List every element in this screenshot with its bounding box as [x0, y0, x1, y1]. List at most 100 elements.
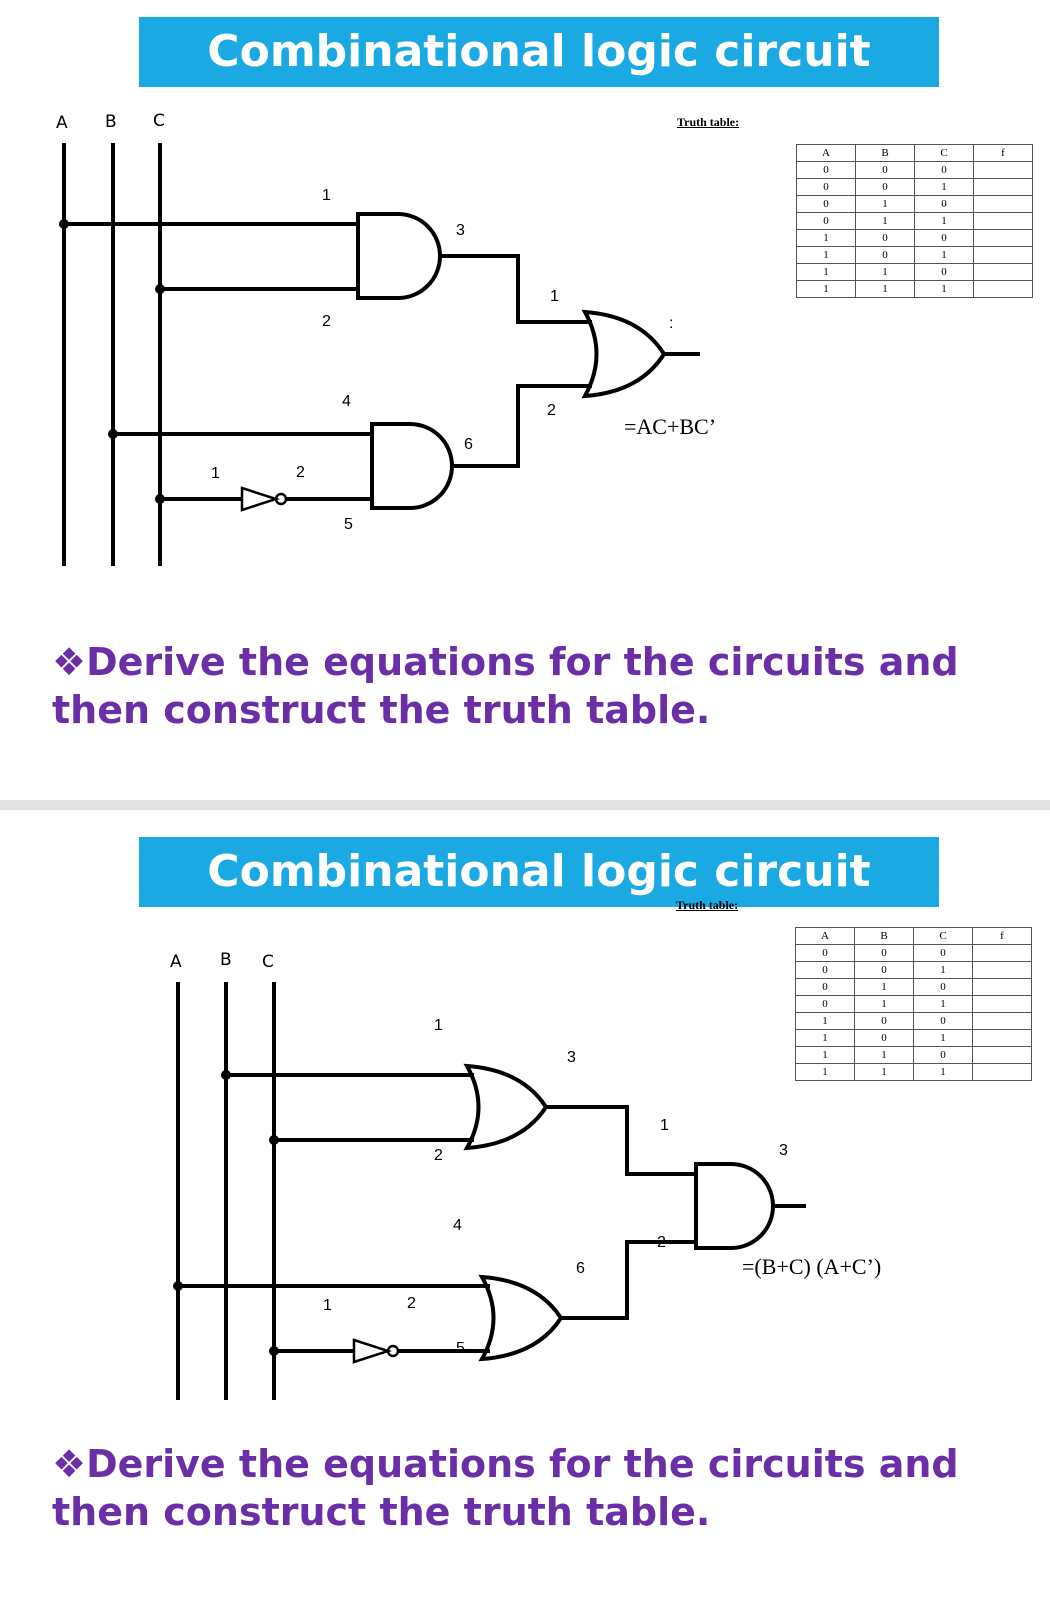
pin-label: 5	[344, 516, 353, 533]
table-cell: 1	[854, 995, 914, 1013]
circuit-diagram: A B C 1 2 3 4 5 6 1 2 : 1 2 =AC+BC’	[56, 111, 716, 566]
pin-label: 2	[547, 402, 556, 419]
pin-label: 2	[322, 313, 331, 330]
instruction-text: ❖Derive the equations for the circuits a…	[52, 640, 959, 732]
slide-separator	[0, 800, 1050, 810]
table-header-cell: B	[854, 927, 914, 945]
junction-dot	[155, 284, 165, 294]
table-cell: 1	[796, 263, 856, 281]
pin-label: 2	[296, 464, 305, 481]
table-cell: 1	[855, 212, 915, 230]
table-cell: 1	[914, 212, 974, 230]
pin-label: 3	[567, 1049, 576, 1066]
table-cell	[973, 280, 1033, 298]
slide-title: Combinational logic circuit	[139, 17, 939, 87]
table-cell: 0	[854, 944, 914, 962]
table-cell	[973, 246, 1033, 264]
table-cell: 0	[795, 978, 855, 996]
table-cell: 0	[795, 944, 855, 962]
table-cell: 1	[795, 1046, 855, 1064]
input-label-a: A	[56, 113, 68, 133]
table-cell: 1	[854, 1063, 914, 1081]
table-cell: 1	[854, 1046, 914, 1064]
table-cell: 0	[913, 1046, 973, 1064]
table-cell	[972, 1012, 1032, 1030]
table-cell: 0	[795, 961, 855, 979]
table-cell: 1	[855, 280, 915, 298]
or-gate-2	[478, 1274, 564, 1362]
table-cell: 0	[913, 1012, 973, 1030]
instruction-text: ❖Derive the equations for the circuits a…	[52, 1442, 959, 1534]
table-header-cell: f	[973, 144, 1033, 162]
junction-dot	[59, 219, 69, 229]
pin-label: 1	[211, 465, 220, 482]
junction-dot	[221, 1070, 231, 1080]
table-cell	[973, 161, 1033, 179]
table-cell: 1	[854, 978, 914, 996]
pin-label: :	[669, 315, 673, 332]
junction-dot	[269, 1135, 279, 1145]
table-cell: 0	[914, 263, 974, 281]
output-equation: =AC+BC’	[624, 414, 716, 439]
truth-table-label: Truth table:	[677, 115, 740, 129]
and-gate-output	[694, 1162, 775, 1250]
table-cell: 1	[796, 246, 856, 264]
table-cell	[972, 1046, 1032, 1064]
wire-gate1-to-and	[546, 1105, 696, 1176]
input-label-c: C	[153, 111, 165, 131]
input-label-c: C	[262, 952, 274, 972]
wire-gate1-to-or	[440, 254, 592, 324]
table-header-cell: A	[795, 927, 855, 945]
table-cell: 0	[855, 229, 915, 247]
table-header-cell: f	[972, 927, 1032, 945]
table-cell	[972, 995, 1032, 1013]
table-cell: 1	[914, 178, 974, 196]
table-cell: 0	[913, 944, 973, 962]
not-bubble	[386, 1344, 400, 1358]
and-gate-2	[370, 422, 454, 510]
table-cell: 0	[914, 161, 974, 179]
not-gate	[352, 1338, 393, 1364]
pin-label: 1	[323, 1297, 332, 1314]
table-cell: 0	[855, 246, 915, 264]
table-cell	[973, 212, 1033, 230]
circuit-diagram: A B C 1 2 3 4 5 6 1 2 3 1 2 =(B+C) (A+C’…	[170, 950, 881, 1400]
pin-label: 4	[342, 393, 351, 410]
slide-1: Combinational logic circuit	[0, 0, 1050, 800]
table-cell: 0	[796, 161, 856, 179]
junction-dot	[155, 494, 165, 504]
table-header-cell: A	[796, 144, 856, 162]
table-cell: 1	[855, 263, 915, 281]
pin-label: 1	[322, 187, 331, 204]
table-cell: 1	[796, 280, 856, 298]
or-gate-output	[581, 309, 667, 399]
table-cell	[972, 1029, 1032, 1047]
table-cell: 0	[854, 1012, 914, 1030]
pin-label: 3	[456, 222, 465, 239]
table-cell: 0	[914, 229, 974, 247]
table-cell: 0	[855, 161, 915, 179]
table-cell	[972, 978, 1032, 996]
table-cell	[972, 961, 1032, 979]
junction-dot	[173, 1281, 183, 1291]
table-cell: 1	[914, 280, 974, 298]
table-cell: 0	[914, 195, 974, 213]
not-gate	[240, 486, 281, 512]
table-cell	[973, 195, 1033, 213]
wire-gate2-to-and	[561, 1240, 696, 1320]
table-cell: 0	[854, 961, 914, 979]
pin-label: 1	[660, 1117, 669, 1134]
